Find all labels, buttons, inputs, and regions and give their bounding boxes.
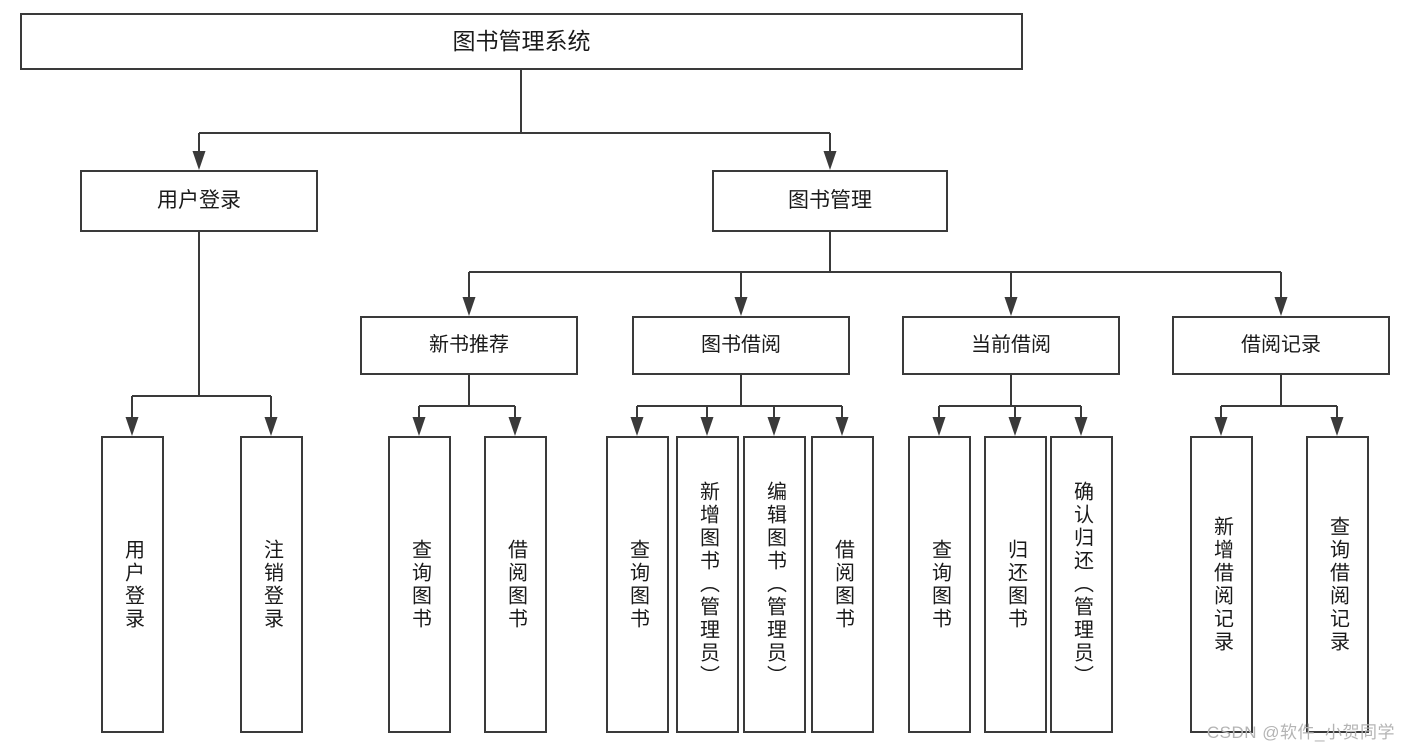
- arrowhead-icon: [823, 151, 837, 170]
- leaf-leaf-edit-book[interactable]: 编辑图书（管理员）: [743, 436, 806, 733]
- node-label: 确认归还（管理员）: [1070, 481, 1093, 688]
- leaf-leaf-query-book-rec[interactable]: 查询图书: [388, 436, 451, 733]
- leaf-leaf-logout[interactable]: 注销登录: [240, 436, 303, 733]
- node-label: 当前借阅: [971, 334, 1051, 357]
- arrowhead-icon: [1214, 417, 1228, 436]
- arrowhead-icon: [1008, 417, 1022, 436]
- connector-current-borrow-to-leaf-query-book-cur: [932, 375, 1013, 436]
- node-book-manage[interactable]: 图书管理: [712, 170, 948, 232]
- arrowhead-icon: [412, 417, 426, 436]
- connector-book-manage-to-current-borrow: [830, 270, 1018, 316]
- node-label: 注销登录: [260, 538, 283, 631]
- arrowhead-icon: [1074, 417, 1088, 436]
- node-label: 借阅记录: [1241, 334, 1321, 357]
- connector-new-book-rec-to-leaf-borrow-book-rec: [469, 404, 522, 436]
- arrowhead-icon: [630, 417, 644, 436]
- node-label: 归还图书: [1004, 538, 1027, 631]
- leaf-leaf-confirm-return[interactable]: 确认归还（管理员）: [1050, 436, 1113, 733]
- node-label: 图书管理: [788, 189, 872, 213]
- arrowhead-icon: [700, 417, 714, 436]
- node-label: 用户登录: [157, 189, 241, 213]
- arrowhead-icon: [264, 417, 278, 436]
- arrowhead-icon: [767, 417, 781, 436]
- node-label: 借阅图书: [504, 538, 527, 631]
- node-current-borrow[interactable]: 当前借阅: [902, 316, 1120, 375]
- leaf-leaf-query-record[interactable]: 查询借阅记录: [1306, 436, 1369, 733]
- connector-user-login-to-leaf-logout: [199, 394, 278, 436]
- connector-borrow-record-to-leaf-query-record: [1281, 404, 1344, 436]
- connector-current-borrow-to-leaf-confirm-return: [1011, 404, 1088, 436]
- node-borrow-record[interactable]: 借阅记录: [1172, 316, 1390, 375]
- node-label: 新增图书（管理员）: [696, 481, 719, 688]
- connector-book-manage-to-book-borrow: [734, 270, 830, 316]
- leaf-leaf-add-book[interactable]: 新增图书（管理员）: [676, 436, 739, 733]
- arrowhead-icon: [1274, 297, 1288, 316]
- connector-current-borrow-to-leaf-return-book: [1008, 404, 1022, 436]
- arrowhead-icon: [1330, 417, 1344, 436]
- node-root[interactable]: 图书管理系统: [20, 13, 1023, 70]
- arrowhead-icon: [932, 417, 946, 436]
- connector-root-to-user-login: [192, 70, 523, 170]
- node-label: 新书推荐: [429, 334, 509, 357]
- leaf-leaf-add-record[interactable]: 新增借阅记录: [1190, 436, 1253, 733]
- connector-book-borrow-to-leaf-add-book: [700, 404, 741, 436]
- watermark-text: CSDN @软件_小贺同学: [1206, 723, 1395, 742]
- connector-user-login-to-leaf-user-login: [125, 232, 201, 436]
- node-label: 新增借阅记录: [1210, 515, 1233, 654]
- arrowhead-icon: [508, 417, 522, 436]
- node-label: 查询借阅记录: [1326, 515, 1349, 654]
- connector-book-manage-to-borrow-record: [830, 270, 1288, 316]
- connector-new-book-rec-to-leaf-query-book-rec: [412, 375, 471, 436]
- connector-root-to-book-manage: [521, 131, 837, 170]
- leaf-leaf-query-book-cur[interactable]: 查询图书: [908, 436, 971, 733]
- connector-borrow-record-to-leaf-add-record: [1214, 375, 1283, 436]
- arrowhead-icon: [462, 297, 476, 316]
- leaf-leaf-query-book-brw[interactable]: 查询图书: [606, 436, 669, 733]
- leaf-leaf-return-book[interactable]: 归还图书: [984, 436, 1047, 733]
- node-label: 图书管理系统: [452, 27, 591, 54]
- arrowhead-icon: [835, 417, 849, 436]
- node-label: 查询图书: [408, 538, 431, 631]
- node-label: 图书借阅: [701, 334, 781, 357]
- connector-book-borrow-to-leaf-edit-book: [741, 404, 781, 436]
- arrowhead-icon: [734, 297, 748, 316]
- node-user-login[interactable]: 用户登录: [80, 170, 318, 232]
- leaf-leaf-borrow-book-rec[interactable]: 借阅图书: [484, 436, 547, 733]
- connector-book-borrow-to-leaf-query-book-brw: [630, 375, 743, 436]
- node-label: 借阅图书: [831, 538, 854, 631]
- node-label: 查询图书: [626, 538, 649, 631]
- arrowhead-icon: [192, 151, 206, 170]
- node-label: 用户登录: [121, 538, 144, 631]
- node-label: 查询图书: [928, 538, 951, 631]
- connector-book-borrow-to-leaf-borrow-book-brw: [741, 404, 849, 436]
- leaf-leaf-user-login[interactable]: 用户登录: [101, 436, 164, 733]
- connector-book-manage-to-new-book-rec: [462, 232, 832, 316]
- leaf-leaf-borrow-book-brw[interactable]: 借阅图书: [811, 436, 874, 733]
- node-new-book-rec[interactable]: 新书推荐: [360, 316, 578, 375]
- node-book-borrow[interactable]: 图书借阅: [632, 316, 850, 375]
- arrowhead-icon: [1004, 297, 1018, 316]
- arrowhead-icon: [125, 417, 139, 436]
- node-label: 编辑图书（管理员）: [763, 481, 786, 688]
